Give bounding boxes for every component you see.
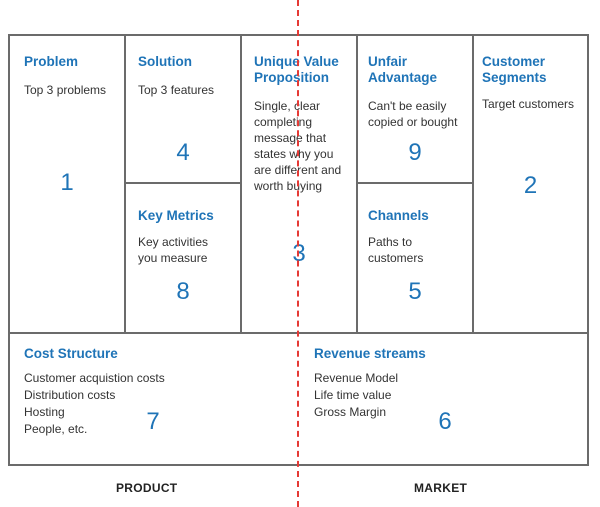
grid-line: [356, 36, 358, 332]
customer-segments-number: 2: [523, 172, 538, 199]
channels-number: 5: [408, 278, 422, 305]
uvp-cell: Unique Value Proposition Single, clear c…: [242, 36, 356, 332]
revenue-streams-desc-1: Revenue Model: [314, 371, 399, 385]
revenue-streams-desc-2: Life time value: [314, 388, 392, 402]
channels-desc-1: Paths to: [368, 235, 413, 249]
unfair-advantage-cell: Unfair Advantage Can't be easily copied …: [358, 36, 472, 182]
cost-structure-title: Cost Structure: [24, 346, 118, 361]
product-label: PRODUCT: [116, 481, 178, 495]
problem-number: 1: [60, 169, 74, 196]
unfair-advantage-desc-1: Can't be easily: [368, 99, 447, 113]
uvp-desc-6: worth buying: [254, 179, 323, 193]
grid-line: [124, 182, 240, 184]
key-metrics-cell: Key Metrics Key activities you measure 8: [126, 184, 240, 332]
unfair-advantage-desc-2: copied or bought: [368, 115, 458, 129]
key-metrics-desc-2: you measure: [138, 251, 208, 265]
uvp-desc-2: completing: [254, 115, 313, 129]
grid-line: [472, 36, 474, 332]
problem-cell: Problem Top 3 problems 1: [10, 36, 124, 332]
uvp-number: 3: [292, 240, 306, 267]
uvp-title-1: Unique Value: [254, 54, 339, 69]
cost-structure-desc-2: Distribution costs: [24, 388, 116, 402]
unfair-advantage-title-2: Advantage: [368, 70, 438, 85]
product-market-divider: [297, 0, 299, 507]
problem-title: Problem: [24, 54, 79, 69]
grid-line: [240, 36, 242, 332]
revenue-streams-desc-3: Gross Margin: [314, 405, 387, 419]
uvp-desc-4: states why you: [254, 147, 334, 161]
market-label: MARKET: [414, 481, 468, 495]
customer-segments-desc: Target customers: [482, 97, 575, 111]
unfair-advantage-number: 9: [408, 139, 422, 166]
channels-cell: Channels Paths to customers 5: [358, 184, 472, 332]
solution-cell: Solution Top 3 features 4: [126, 36, 240, 182]
revenue-streams-number: 6: [438, 408, 452, 435]
unfair-advantage-title-1: Unfair: [368, 54, 408, 69]
channels-title: Channels: [368, 208, 429, 223]
solution-title: Solution: [138, 54, 192, 69]
cost-structure-desc-1: Customer acquistion costs: [24, 371, 165, 385]
grid-line: [124, 36, 126, 332]
grid-line: [356, 182, 472, 184]
uvp-desc-3: message that: [254, 131, 327, 145]
key-metrics-number: 8: [176, 278, 190, 305]
cost-structure-desc-3: Hosting: [24, 405, 65, 419]
problem-desc: Top 3 problems: [24, 83, 107, 97]
uvp-title-2: Proposition: [254, 70, 329, 85]
customer-segments-title-2: Segments: [482, 70, 547, 85]
uvp-desc-1: Single, clear: [254, 99, 321, 113]
customer-segments-title-1: Customer: [482, 54, 546, 69]
cost-structure-cell: Cost Structure Customer acquistion costs…: [10, 334, 298, 464]
key-metrics-desc-1: Key activities: [138, 235, 209, 249]
revenue-streams-title: Revenue streams: [314, 346, 426, 361]
solution-desc: Top 3 features: [138, 83, 215, 97]
solution-number: 4: [176, 139, 190, 166]
revenue-streams-cell: Revenue streams Revenue Model Life time …: [300, 334, 587, 464]
cost-structure-number: 7: [146, 408, 160, 435]
customer-segments-cell: Customer Segments Target customers 2: [474, 36, 587, 332]
cost-structure-desc-4: People, etc.: [24, 422, 88, 436]
channels-desc-2: customers: [368, 251, 424, 265]
key-metrics-title: Key Metrics: [138, 208, 214, 223]
